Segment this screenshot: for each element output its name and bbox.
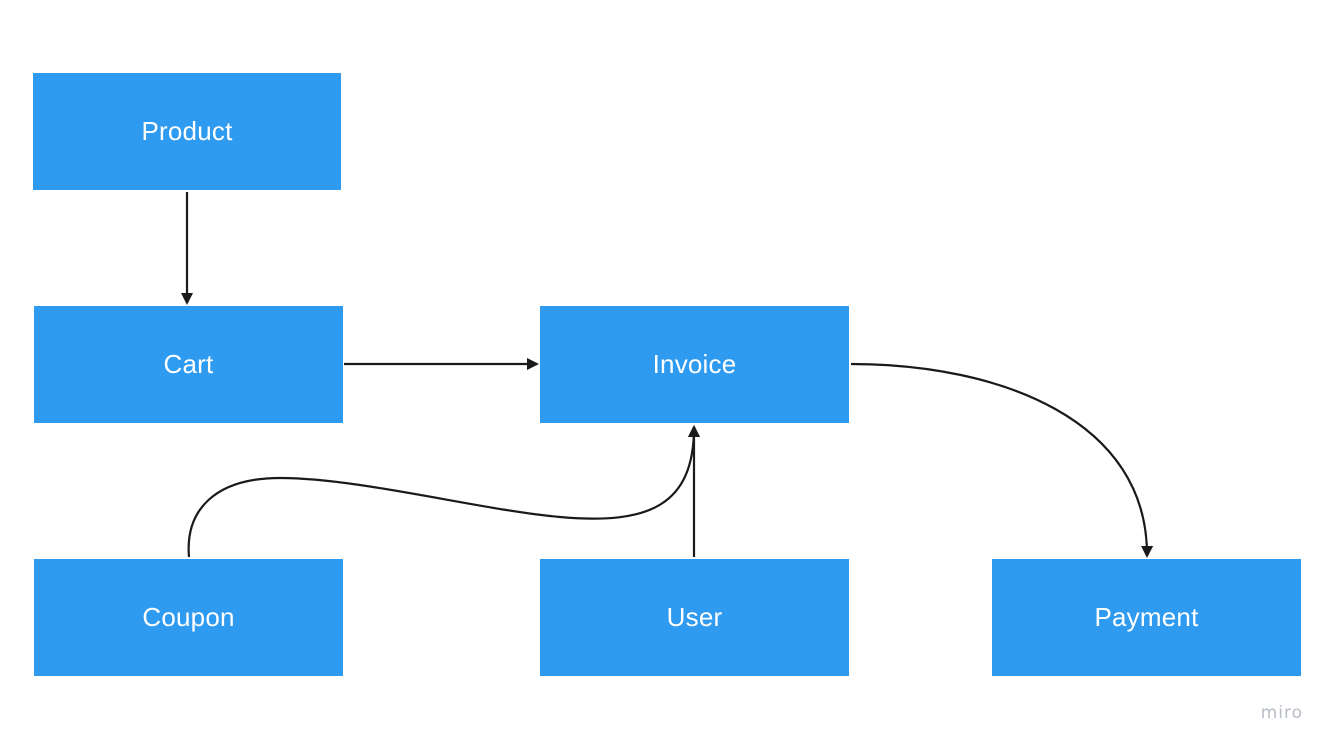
node-invoice[interactable]: Invoice <box>540 306 849 423</box>
node-user[interactable]: User <box>540 559 849 676</box>
node-product[interactable]: Product <box>33 73 341 190</box>
node-cart[interactable]: Cart <box>34 306 343 423</box>
node-user-label: User <box>666 602 723 632</box>
node-payment-label: Payment <box>1094 602 1199 632</box>
node-product-label: Product <box>141 116 233 146</box>
node-invoice-label: Invoice <box>652 349 737 379</box>
miro-watermark: miro <box>1260 703 1303 723</box>
node-coupon[interactable]: Coupon <box>34 559 343 676</box>
node-payment[interactable]: Payment <box>992 559 1301 676</box>
edge-coupon-to-invoice[interactable] <box>187 425 700 558</box>
node-cart-label: Cart <box>163 349 214 379</box>
node-coupon-label: Coupon <box>142 602 235 632</box>
edge-invoice-to-payment[interactable] <box>850 362 1154 558</box>
